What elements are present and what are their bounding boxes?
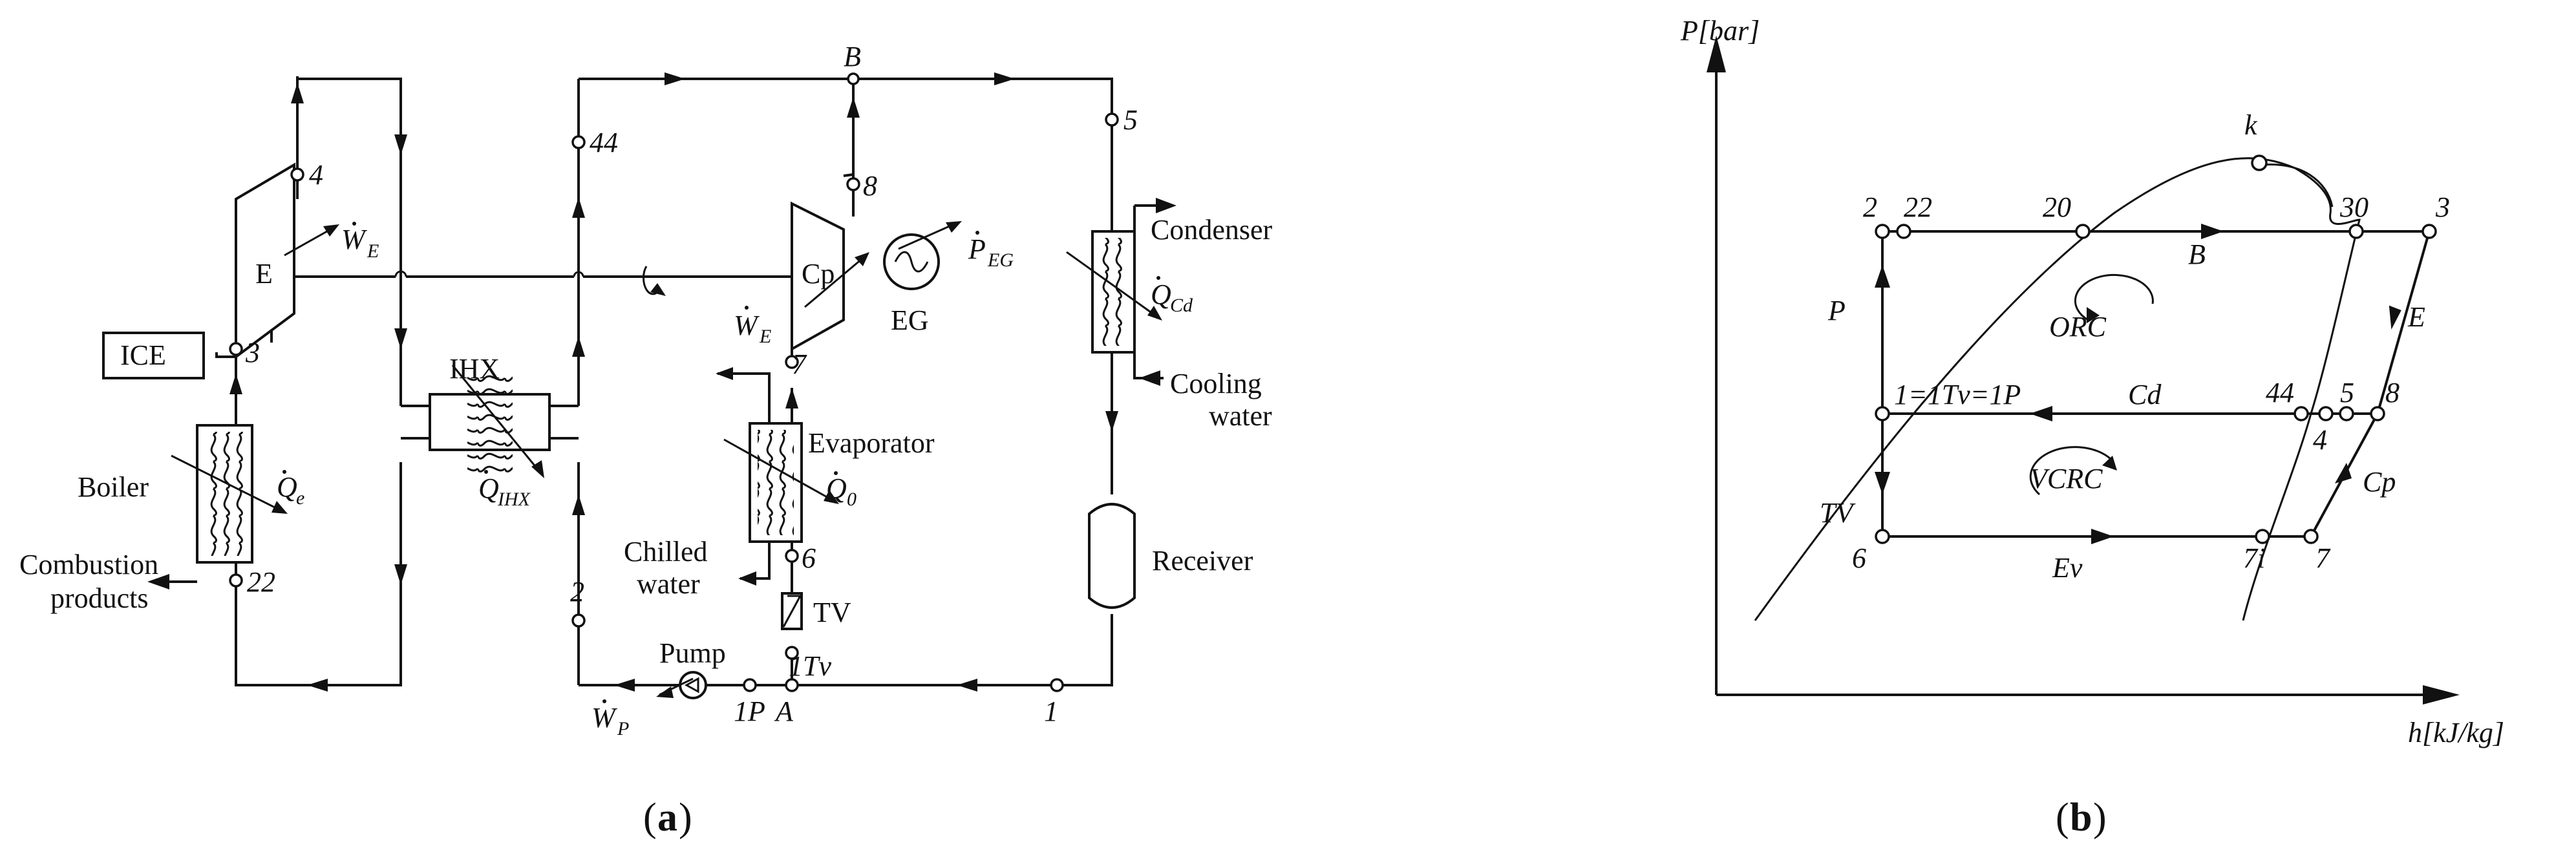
pt-a-2: 2 <box>570 576 584 608</box>
qihx-main: Q <box>478 472 499 504</box>
combustion-line2: products <box>50 582 149 614</box>
label-b44: 44 <box>2266 377 2294 408</box>
label-b22: 22 <box>1904 191 1932 223</box>
wp-main: W <box>591 702 617 734</box>
caption-b-letter: b <box>2070 796 2092 840</box>
panel-a-schematic: E W E ICE Boiler Q e Combustion products… <box>19 41 1273 739</box>
pt-a-A: A <box>774 695 794 727</box>
receiver-label: Receiver <box>1152 545 1253 577</box>
pt-a-22: 22 <box>247 566 275 598</box>
pt-a-5: 5 <box>1123 104 1138 136</box>
caption-a-close: ) <box>679 796 692 840</box>
label-vcrc: VCRC <box>2030 463 2103 494</box>
qihx-sub: IHX <box>497 489 531 510</box>
label-b8: 8 <box>2385 377 2400 408</box>
pt-a-1p: 1P <box>734 695 765 727</box>
label-bEv: Ev <box>2052 552 2083 584</box>
we-top-sub: E <box>367 240 379 262</box>
label-b4: 4 <box>2313 424 2327 456</box>
label-b1: 1=1Tv=1P <box>1894 379 2021 410</box>
tv-label: TV <box>813 597 851 628</box>
q0-main: Q <box>826 472 847 504</box>
qcd-main: Q <box>1151 279 1171 310</box>
we-bottom-main: W <box>734 310 760 341</box>
y-axis-label: P[bar] <box>1680 15 1760 47</box>
q0-sub: 0 <box>847 489 857 510</box>
label-b30: 30 <box>2339 191 2368 223</box>
label-b2: 2 <box>1863 191 1877 223</box>
condenser-label: Condenser <box>1151 214 1273 246</box>
label-b6: 6 <box>1852 542 1866 574</box>
we-top-main: W <box>341 224 367 255</box>
wp-sub: P <box>617 718 629 739</box>
pt-a-7: 7 <box>792 348 807 380</box>
pt-a-4: 4 <box>309 159 323 191</box>
saturation-dome <box>1754 157 2361 621</box>
peg-main: P <box>968 233 986 265</box>
chilled-line1: Chilled <box>624 536 708 567</box>
pt-a-8: 8 <box>863 170 877 202</box>
caption-b-close: ) <box>2093 796 2107 840</box>
x-axis-label: h[kJ/kg] <box>2408 717 2504 748</box>
label-b7i: 7i <box>2243 542 2265 574</box>
label-orc: ORC <box>2049 311 2107 343</box>
label-k: k <box>2244 109 2258 141</box>
ihx-label: IHX <box>449 353 500 385</box>
qcd-sub: Cd <box>1170 295 1193 316</box>
label-bCp: Cp <box>2363 466 2396 498</box>
boiler-label: Boiler <box>78 471 149 503</box>
label-b20: 20 <box>2043 191 2071 223</box>
qe-main: Q <box>277 471 297 503</box>
cooling-line1: Cooling <box>1170 368 1262 399</box>
label-bB: B <box>2188 239 2206 270</box>
peg-sub: EG <box>987 249 1014 271</box>
label-b3: 3 <box>2435 191 2450 223</box>
ice-label: ICE <box>120 339 166 371</box>
caption-b-open: ( <box>2056 796 2069 840</box>
pt-a-B: B <box>844 41 861 72</box>
label-bE: E <box>2407 301 2425 333</box>
label-b7: 7 <box>2315 542 2331 574</box>
pt-a-3: 3 <box>245 337 260 368</box>
caption-a-letter: a <box>657 796 677 840</box>
combustion-line1: Combustion <box>19 549 158 580</box>
cooling-line2: water <box>1209 400 1272 432</box>
label-bCd: Cd <box>2128 379 2162 410</box>
pt-a-6: 6 <box>802 542 816 574</box>
pt-a-44: 44 <box>590 127 618 158</box>
panel-b-ph-diagram: P[bar] h[kJ/kg] ORC VCRC k 2 22 <box>1680 15 2504 748</box>
label-b5: 5 <box>2340 377 2354 408</box>
qe-sub: e <box>296 487 304 509</box>
pt-a-1: 1 <box>1044 695 1058 727</box>
label-bTV: TV <box>1820 497 1856 529</box>
pump-label: Pump <box>659 637 726 669</box>
expander-label: E <box>255 258 273 290</box>
chilled-line2: water <box>637 568 700 600</box>
pt-a-1tv: 1Tv <box>789 650 831 682</box>
eg-label: EG <box>891 304 929 336</box>
we-bottom-sub: E <box>759 326 771 347</box>
caption-a-open: ( <box>643 796 657 840</box>
label-bP: P <box>1827 295 1846 326</box>
evaporator-label: Evaporator <box>808 427 935 459</box>
compressor-label: Cp <box>802 258 835 290</box>
